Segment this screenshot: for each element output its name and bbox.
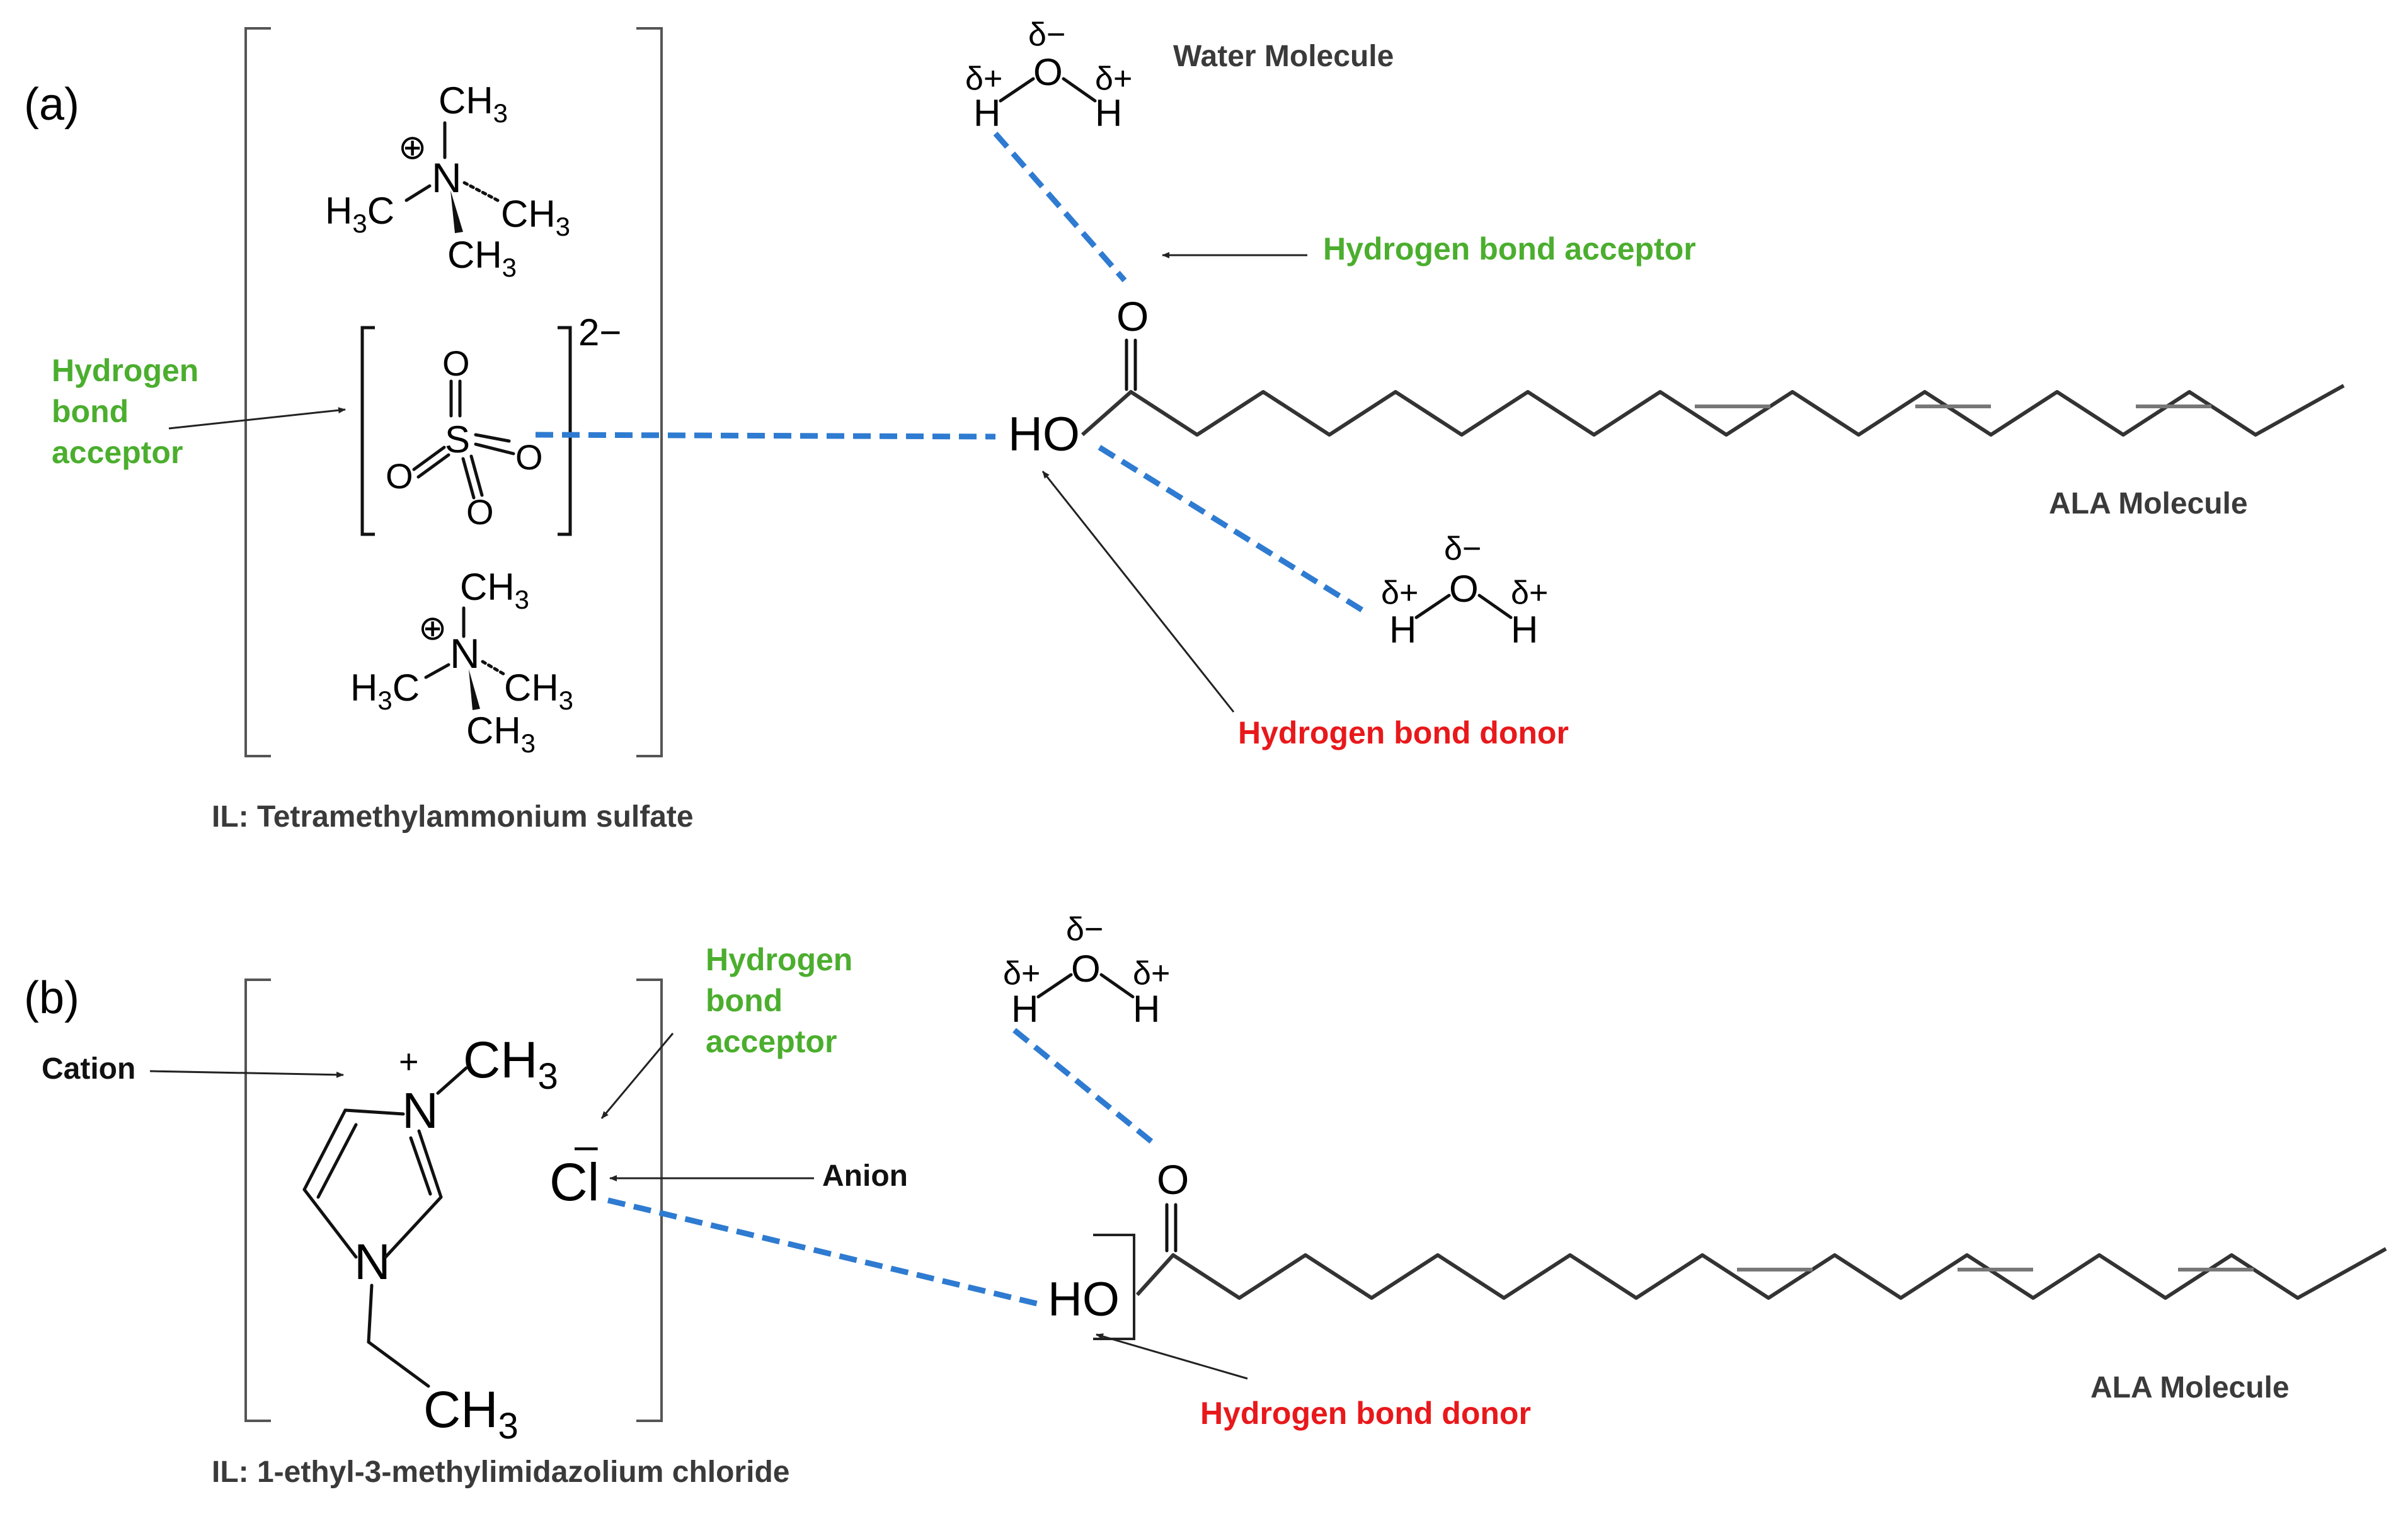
ala-label-a: ALA Molecule	[2049, 487, 2248, 520]
tetramethylammonium-top: CH3 N ⊕ H3C CH3 CH3	[325, 79, 570, 282]
hbond-donor-label-b: Hydrogen bond donor	[1200, 1396, 1531, 1431]
hbond-sulfate-ala	[535, 432, 996, 440]
svg-text:+: +	[399, 1043, 419, 1081]
positive-charge-top: ⊕	[398, 129, 427, 166]
hbond-hydroxyl-water	[1098, 445, 1366, 614]
tetramethylammonium-bottom: CH3 N ⊕ H3C CH3 CH3	[350, 566, 573, 758]
arrow-to-sulfate	[168, 407, 346, 430]
arrow-to-cation	[149, 1070, 344, 1078]
svg-text:Hydrogen: Hydrogen	[52, 353, 198, 388]
water-molecule-top: δ− δ+ δ+ O H H	[965, 16, 1132, 134]
water-molecule-lower: δ− δ+ δ+ O H H	[1381, 531, 1548, 651]
svg-text:CH3: CH3	[439, 79, 508, 128]
svg-text:–: –	[575, 1122, 598, 1168]
svg-text:bond: bond	[52, 394, 129, 429]
svg-text:N: N	[402, 1082, 439, 1139]
svg-text:δ+: δ+	[1511, 575, 1548, 611]
hbond-water-carbonyl	[993, 132, 1127, 282]
svg-text:H: H	[1133, 988, 1160, 1030]
svg-text:CH3: CH3	[501, 193, 570, 241]
svg-text:δ+: δ+	[1003, 955, 1040, 992]
svg-text:H: H	[1511, 609, 1538, 651]
svg-text:O: O	[515, 437, 543, 477]
svg-text:H3C: H3C	[325, 190, 394, 238]
svg-text:δ−: δ−	[1028, 16, 1065, 53]
svg-text:δ+: δ+	[1095, 60, 1132, 97]
svg-text:δ+: δ+	[965, 60, 1002, 97]
svg-text:CH3: CH3	[504, 667, 573, 715]
svg-text:δ−: δ−	[1066, 911, 1103, 948]
svg-text:CH3: CH3	[423, 1381, 519, 1447]
arrow-to-hydroxyl-a	[1041, 471, 1235, 713]
svg-text:δ+: δ+	[1381, 575, 1418, 611]
svg-text:CH3: CH3	[447, 234, 517, 282]
svg-text:O: O	[386, 456, 413, 496]
panel-b: (b) Cation + N CH3 N CH3 Cl –	[24, 911, 2387, 1489]
cation-label: Cation	[42, 1052, 135, 1086]
svg-text:O: O	[1071, 948, 1101, 990]
svg-text:acceptor: acceptor	[706, 1024, 837, 1059]
panel-a-label: (a)	[24, 79, 79, 130]
ala-molecule-a: O HO	[1008, 293, 2345, 461]
outer-bracket-b-left	[244, 979, 271, 1422]
ala-molecule-b: O HO	[1048, 1156, 2387, 1340]
hbond-water-carbonyl-b	[1012, 1028, 1154, 1144]
svg-text:H: H	[973, 92, 1000, 134]
svg-text:O: O	[466, 492, 494, 532]
svg-text:Hydrogen: Hydrogen	[706, 942, 852, 977]
hbond-chloride-ala	[607, 1197, 1041, 1307]
water-molecule-b: δ− δ+ δ+ O H H	[1003, 911, 1170, 1030]
svg-text:δ−: δ−	[1444, 531, 1481, 567]
nitrogen-atom-bottom: N	[450, 630, 480, 677]
svg-text:N: N	[354, 1234, 391, 1290]
water-molecule-label: Water Molecule	[1173, 40, 1394, 73]
svg-text:O: O	[1449, 568, 1479, 610]
nitrogen-atom-top: N	[432, 154, 462, 201]
svg-text:O: O	[1116, 293, 1149, 340]
positive-charge-bottom: ⊕	[418, 609, 447, 647]
svg-text:bond: bond	[706, 983, 783, 1018]
svg-text:O: O	[1157, 1156, 1189, 1203]
svg-text:H3C: H3C	[350, 667, 420, 715]
outer-bracket-left	[244, 27, 271, 757]
anion-label: Anion	[822, 1159, 908, 1193]
svg-text:CH3: CH3	[466, 709, 536, 758]
chloride-anion: Cl –	[549, 1122, 599, 1212]
ala-label-b: ALA Molecule	[2090, 1371, 2290, 1404]
hydroxyl-group-b: HO	[1048, 1273, 1120, 1326]
svg-text:δ+: δ+	[1133, 955, 1170, 992]
panel-b-label: (b)	[24, 973, 79, 1023]
svg-text:acceptor: acceptor	[52, 435, 183, 470]
panel-a: (a) CH3 N ⊕ H3C CH3 CH3 2− O S O O O	[24, 16, 2345, 834]
svg-text:H: H	[1095, 92, 1122, 134]
svg-text:H: H	[1389, 609, 1416, 651]
imidazolium-cation: + N CH3 N CH3	[302, 1031, 558, 1447]
outer-bracket-right	[636, 27, 663, 757]
hydroxyl-group-a: HO	[1008, 408, 1080, 461]
svg-text:CH3: CH3	[463, 1031, 558, 1097]
hbond-donor-label-a: Hydrogen bond donor	[1238, 715, 1569, 750]
hbond-acceptor-label-left: Hydrogen bond acceptor	[52, 353, 198, 470]
il-name-b: IL: 1-ethyl-3-methylimidazolium chloride	[212, 1455, 789, 1489]
svg-text:CH3: CH3	[460, 566, 529, 614]
sulfate-anion: 2− O S O O O	[360, 311, 621, 536]
outer-bracket-b-right	[636, 979, 663, 1422]
svg-text:H: H	[1011, 988, 1038, 1030]
sulfate-charge: 2−	[578, 311, 621, 353]
arrow-to-hydroxyl-b	[1096, 1333, 1248, 1380]
svg-text:O: O	[1033, 51, 1063, 93]
hbond-acceptor-label-right: Hydrogen bond acceptor	[1323, 231, 1696, 267]
arrow-to-chloride-acceptor	[600, 1033, 674, 1119]
il-name-a: IL: Tetramethylammonium sulfate	[212, 800, 694, 834]
svg-text:Cl: Cl	[549, 1152, 599, 1212]
svg-text:O: O	[442, 343, 470, 383]
